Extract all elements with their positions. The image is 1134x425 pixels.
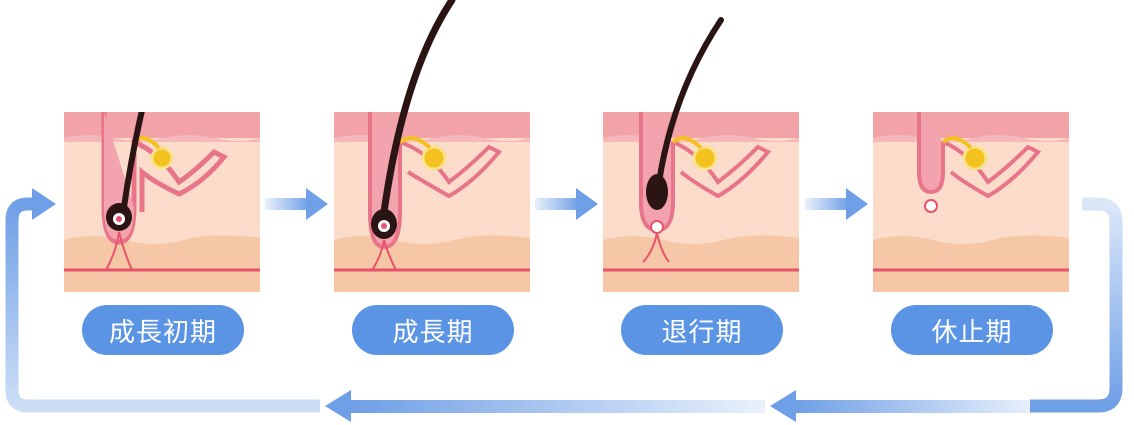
arrow-stage-1-to-2: [265, 188, 328, 220]
cycle-return-arrow: [5, 188, 1123, 422]
stage-label-growth: 成長期: [352, 305, 514, 355]
stage-panel-resting: [873, 112, 1069, 292]
stage-label-regression: 退行期: [621, 305, 783, 355]
stage-panel-regression: [603, 17, 799, 292]
arrow-stage-3-to-4: [805, 188, 868, 220]
stage-panel-growth: [334, 0, 530, 292]
stage-panel-early-growth: [64, 112, 260, 292]
stage-label-early-growth: 成長初期: [82, 305, 244, 355]
arrow-stage-2-to-3: [535, 188, 598, 220]
stage-label-resting: 休止期: [891, 305, 1053, 355]
